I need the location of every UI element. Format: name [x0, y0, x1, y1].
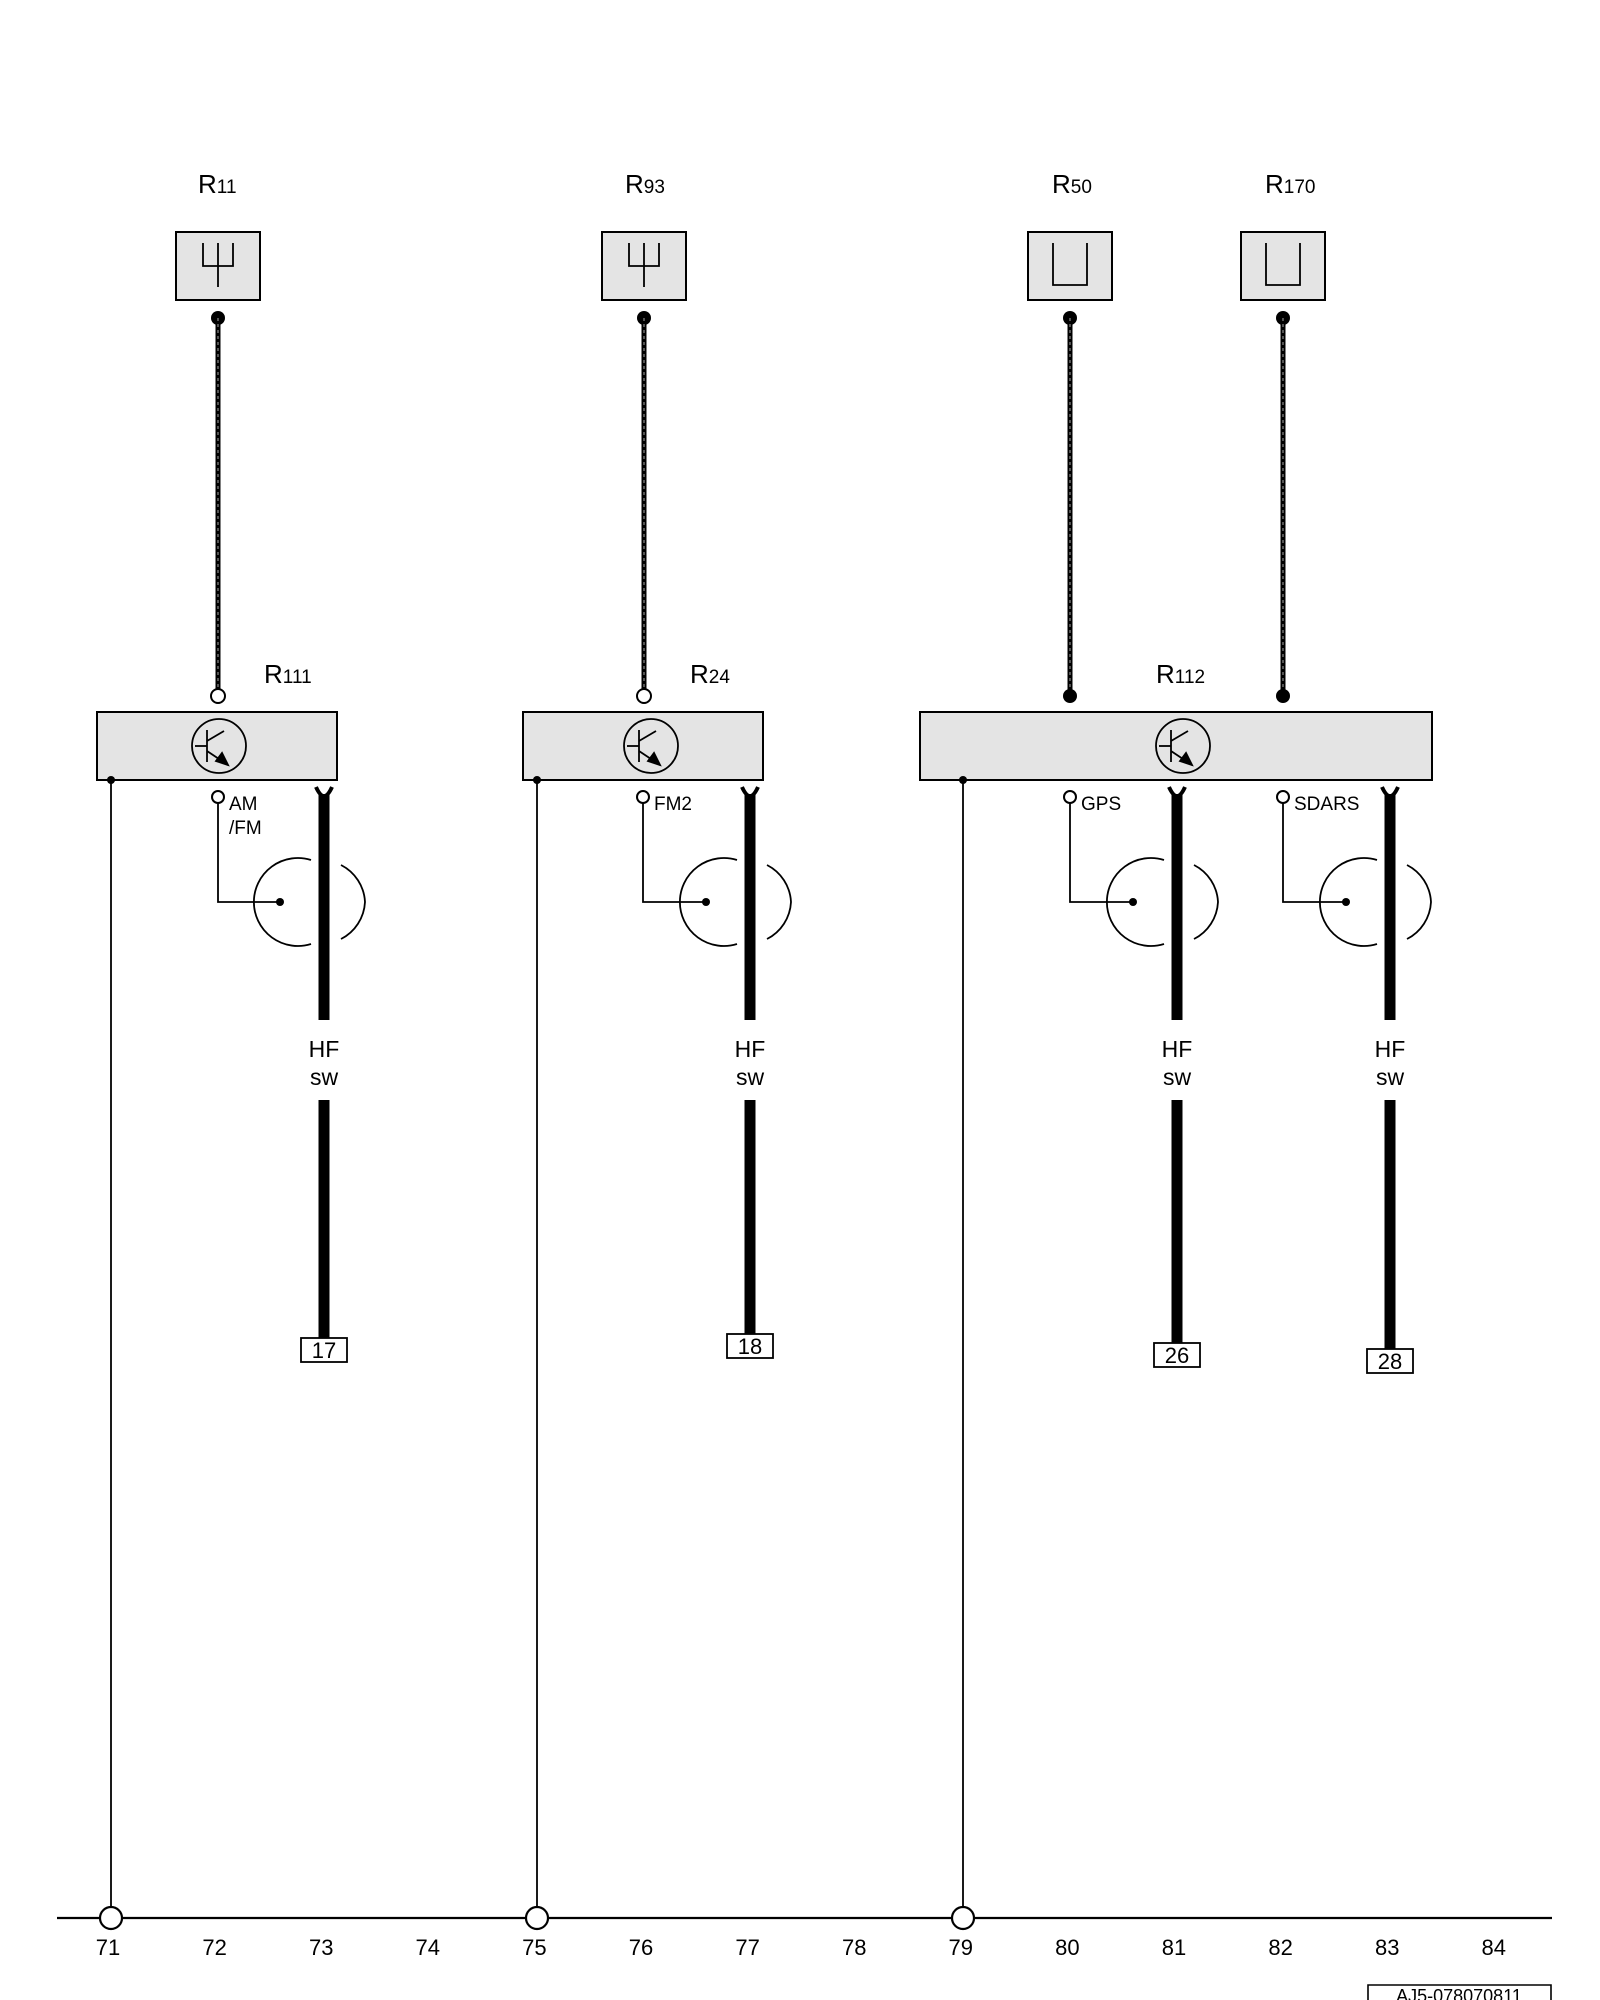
- track-number: 72: [202, 1935, 226, 1960]
- amplifier-r24-label: R24: [690, 659, 730, 689]
- wire-label-hf: HF: [1162, 1036, 1193, 1062]
- amplifier-r24: R24 FM2 HF sw 18: [522, 659, 792, 1918]
- track-number: 81: [1162, 1935, 1186, 1960]
- output-label-am-fm-line2: /FM: [229, 818, 262, 839]
- output-label-gps: GPS: [1081, 794, 1121, 815]
- output-terminal: [636, 790, 650, 804]
- ground-bus: [57, 1905, 1552, 1931]
- shield-arc: [1105, 857, 1165, 947]
- drawing-code: AJ5-078070811: [1367, 1984, 1552, 2000]
- track-number: 80: [1055, 1935, 1079, 1960]
- terminal-number: 17: [312, 1338, 336, 1363]
- antenna-r50-label: R50: [1052, 169, 1092, 199]
- wire-label-hf: HF: [1375, 1036, 1406, 1062]
- amplifier-r112-box: [919, 711, 1433, 781]
- ground-point-71: [98, 1905, 124, 1931]
- drawing-code-label: AJ5-078070811: [1396, 1986, 1522, 2000]
- antenna-r170: R170: [1240, 169, 1326, 696]
- transistor-icon: [1155, 718, 1211, 774]
- terminal-box-18: [726, 1333, 774, 1359]
- ground-point-75: [524, 1905, 550, 1931]
- amplifier-r112-label: R112: [1156, 659, 1205, 689]
- antenna-r170-label: R170: [1265, 169, 1315, 199]
- input-terminal: [1063, 689, 1077, 703]
- track-number: 77: [735, 1935, 759, 1960]
- antenna-r11-label: R11: [198, 169, 237, 199]
- amplifier-r112: R112 GPS HF sw 26 SDARS: [919, 659, 1433, 1918]
- output-label-sdars: SDARS: [1294, 794, 1359, 815]
- transistor-icon: [191, 718, 247, 774]
- terminal-box-26: [1153, 1342, 1201, 1368]
- antenna-r93-label: R93: [625, 169, 665, 199]
- antenna-r11: R11: [175, 169, 261, 696]
- amplifier-r111: R111 AM /FM HF sw 17: [96, 659, 366, 1918]
- wire-color-sw: sw: [1163, 1064, 1192, 1090]
- terminal-number: 28: [1378, 1349, 1402, 1374]
- terminal-box-17: [300, 1337, 348, 1363]
- antenna-r50-box: [1027, 231, 1113, 301]
- track-number: 74: [416, 1935, 440, 1960]
- track-number: 75: [522, 1935, 546, 1960]
- input-terminal: [1276, 689, 1290, 703]
- antenna-r170-box: [1240, 231, 1326, 301]
- antenna-r93: R93: [601, 169, 687, 696]
- track-number: 73: [309, 1935, 333, 1960]
- output-terminal: [1276, 790, 1290, 804]
- shield-arc: [678, 857, 738, 947]
- wire-color-sw: sw: [1376, 1064, 1405, 1090]
- input-terminal: [636, 688, 652, 704]
- wire-color-sw: sw: [736, 1064, 765, 1090]
- transistor-icon: [623, 718, 679, 774]
- output-terminal: [1063, 790, 1077, 804]
- terminal-box-28: [1366, 1348, 1414, 1374]
- wire-label-hf: HF: [309, 1036, 340, 1062]
- wire-label-hf: HF: [735, 1036, 766, 1062]
- track-number: 71: [96, 1935, 120, 1960]
- wire-color-sw: sw: [310, 1064, 339, 1090]
- input-terminal: [210, 688, 226, 704]
- amplifier-r24-box: [522, 711, 764, 781]
- trident-antenna-icon: [628, 243, 660, 287]
- cup-antenna-icon: [1052, 243, 1088, 286]
- track-number: 76: [629, 1935, 653, 1960]
- track-number: 84: [1482, 1935, 1506, 1960]
- output-label-am-fm: AM: [229, 794, 258, 815]
- track-numbers: 71 72 73 74 75 76 77 78 79 80 81 82 83 84: [96, 1935, 1506, 1960]
- track-number: 79: [949, 1935, 973, 1960]
- shield-arc: [252, 857, 312, 947]
- amplifier-r111-box: [96, 711, 338, 781]
- track-number: 83: [1375, 1935, 1399, 1960]
- amplifier-r111-label: R111: [264, 659, 312, 689]
- terminal-number: 18: [738, 1334, 762, 1359]
- trident-antenna-icon: [202, 243, 234, 287]
- ground-point-79: [950, 1905, 976, 1931]
- track-number: 78: [842, 1935, 866, 1960]
- antenna-r50: R50: [1027, 169, 1113, 696]
- output-label-fm2: FM2: [654, 794, 692, 815]
- cup-antenna-icon: [1265, 243, 1301, 286]
- track-number: 82: [1268, 1935, 1292, 1960]
- output-terminal: [211, 790, 225, 804]
- shield-arc: [1318, 857, 1378, 947]
- terminal-number: 26: [1165, 1343, 1189, 1368]
